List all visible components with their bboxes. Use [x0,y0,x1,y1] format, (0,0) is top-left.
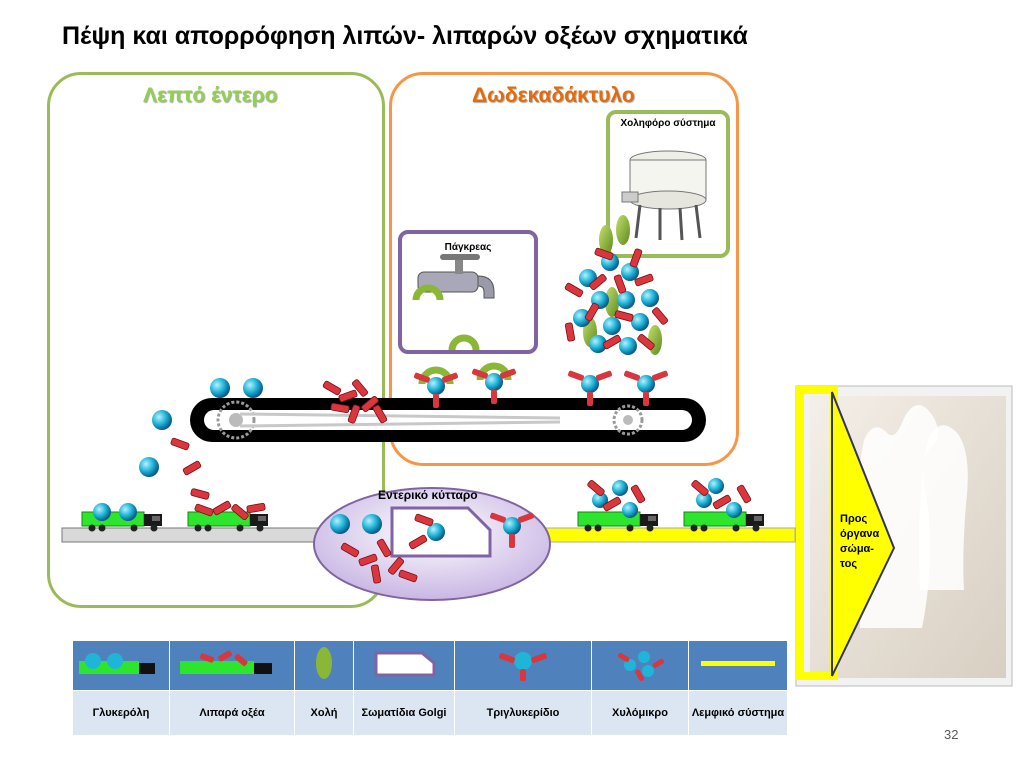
chylomicron-trucks [577,478,765,532]
to-body-label: Προς όργανα σώμα-τος [840,513,880,570]
glycerol-truck [81,503,163,532]
faucet-icon [412,254,495,351]
page-title: Πέψη και απορρόφηση λιπών- λιπαρών οξέων… [62,22,748,50]
released-glycerol [139,378,263,477]
legend-table: Γλυκερόλη Λιπαρά οξέα Χολή Σωματίδια Gol… [72,640,788,736]
bile-pot-icon [621,150,707,241]
conveyor-belt [190,398,706,442]
pancreas-label: Πάγκρεας [444,242,492,253]
legend-icon-fatty-acids [169,640,295,691]
legend-icon-golgi [353,640,455,691]
body-organs-panel [795,385,1013,687]
legend-label-triglyceride: Τριγλυκερίδιο [454,690,592,736]
legend-label-chylomicron: Χυλόμικρο [591,690,689,736]
legend-label-lymph: Λεμφικό σύστημα [688,690,788,736]
legend-icon-glycerol [72,640,170,691]
bile-icon [316,647,332,679]
lipase-action [413,362,669,408]
emulsion-cluster [564,247,669,355]
legend-label-golgi: Σωματίδια Golgi [353,690,455,736]
intestinal-cell [313,487,551,601]
bile-drops [583,215,662,355]
legend-icon-lymph [688,640,788,691]
legend-label-fatty-acids: Λιπαρά οξέα [169,690,295,736]
triglyceride-icon [499,652,547,681]
legend-label-glycerol: Γλυκερόλη [72,690,170,736]
lymph-line-icon [701,661,775,666]
legend-icon-triglyceride [454,640,592,691]
legend-label-bile: Χολή [294,690,354,736]
glycerol-truck-icon [79,653,155,674]
duodenum-panel [389,72,739,466]
chylomicron-icon [618,651,664,681]
intestinal-cell-label: Εντερικό κύτταρο [378,488,478,502]
page-number: 32 [944,727,959,742]
legend-icon-bile [294,640,354,691]
small-intestine-label: Λεπτό έντερο [143,84,278,107]
small-intestine-panel [47,72,385,608]
legend-icon-chylomicron [591,640,689,691]
fatty-acids-truck-icon [180,650,272,674]
bile-system-label: Χοληφόρο σύστημα [620,118,716,129]
fatty-acid-truck [187,500,269,532]
golgi-icon [374,651,436,677]
duodenum-label: Δωδεκαδάκτυλο [472,84,635,107]
